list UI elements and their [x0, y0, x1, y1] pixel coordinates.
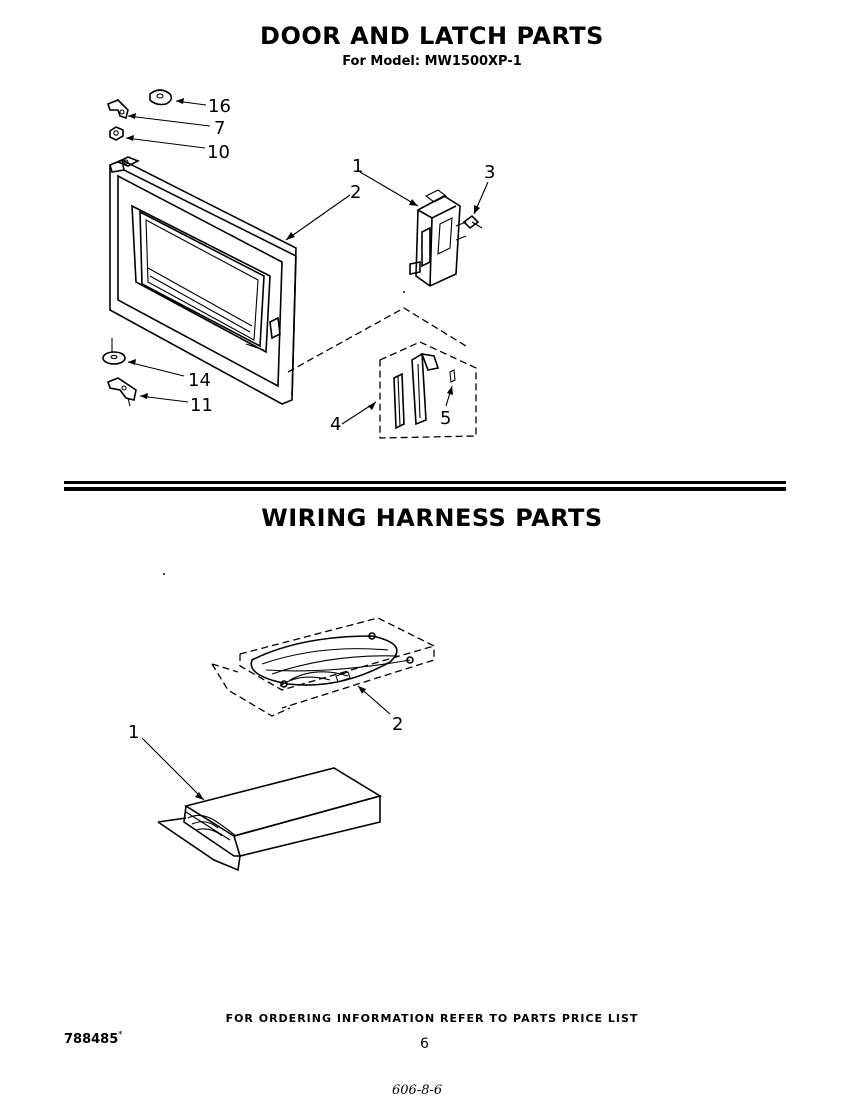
leader-wiring-1 — [141, 737, 205, 801]
leader-10 — [125, 137, 206, 149]
callout-16: 16 — [208, 96, 231, 117]
part-2-door — [109, 156, 297, 405]
callout-7: 7 — [214, 118, 225, 139]
callout-11: 11 — [190, 395, 213, 416]
callout-wiring-1: 1 — [128, 722, 139, 743]
wiring-section-title: WIRING HARNESS PARTS — [261, 504, 603, 532]
doc-mark: * — [118, 1030, 123, 1040]
model-subtitle: For Model: MW1500XP-1 — [342, 54, 522, 69]
part-1-harness-package — [157, 767, 383, 872]
callout-4: 4 — [330, 414, 341, 435]
part-14-washer — [102, 338, 126, 365]
part-4-latch-bar — [393, 372, 405, 430]
latch-kit-box — [379, 341, 477, 439]
handwritten-note: 606-8-6 — [392, 1083, 443, 1098]
section-divider-top — [64, 481, 786, 484]
part-11-hinge — [107, 377, 137, 407]
callout-1: 1 — [352, 156, 363, 177]
part-10-nut — [109, 126, 124, 141]
door-section-title: DOOR AND LATCH PARTS — [260, 22, 604, 50]
callout-10: 10 — [207, 142, 230, 163]
leader-2 — [285, 194, 351, 241]
leader-14 — [127, 361, 185, 377]
part-1-interlock — [409, 189, 467, 287]
callout-3: 3 — [484, 162, 495, 183]
leader-7 — [127, 115, 211, 127]
page-number: 6 — [420, 1036, 429, 1052]
callout-5: 5 — [440, 408, 451, 429]
part-16-plate — [149, 89, 173, 106]
part-7-bracket — [107, 99, 129, 120]
callout-wiring-2: 2 — [392, 714, 403, 735]
document-number: 788485 — [64, 1032, 119, 1047]
part-2-wiring-harness — [211, 617, 435, 717]
callout-2: 2 — [350, 182, 361, 203]
part-3-screw — [462, 214, 483, 230]
assembly-dash-line — [287, 307, 467, 373]
leader-11 — [139, 395, 189, 403]
section-divider-bottom — [64, 487, 786, 491]
callout-14: 14 — [188, 370, 211, 391]
leader-1 — [359, 171, 419, 207]
part-5-latch — [411, 352, 456, 426]
ordering-note: FOR ORDERING INFORMATION REFER TO PARTS … — [225, 1012, 639, 1025]
